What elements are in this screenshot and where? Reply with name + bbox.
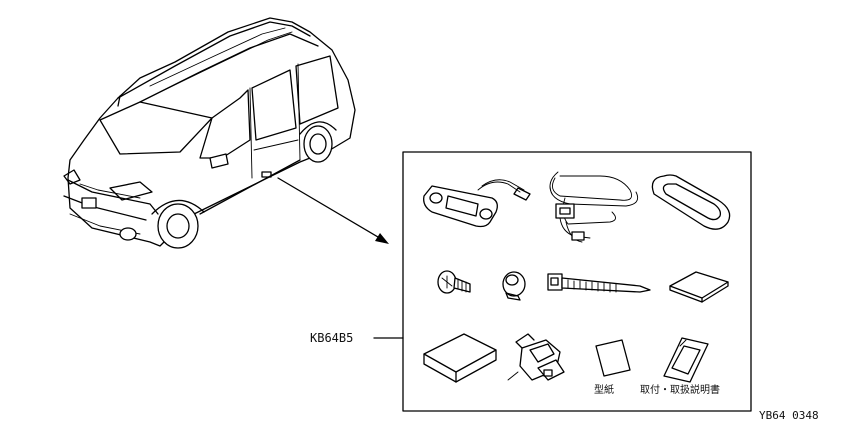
part-code-label: KB64B5 [310, 331, 354, 345]
screw-icon [437, 270, 471, 294]
instruction-manual-icon [663, 337, 709, 383]
drawing-id-label: YB64 0348 [759, 409, 819, 422]
minivan-illustration [63, 17, 356, 249]
instruction-manual-label: 取付・取扱説明書 [640, 385, 720, 396]
template-sheet-label: 型紙 [594, 385, 614, 396]
rubber-gasket-icon [651, 174, 731, 230]
lamp-with-wires-icon [423, 179, 531, 228]
splice-connector-icon [507, 333, 565, 381]
leader-arrow [277, 177, 389, 244]
parts-box [402, 151, 752, 412]
cable-tie-icon [547, 273, 651, 293]
wire-harness-icon [549, 171, 639, 243]
clip-icon [502, 271, 526, 301]
pad-icon [669, 271, 729, 303]
cleaner-pad-icon [423, 333, 497, 383]
template-sheet-icon [595, 339, 631, 377]
